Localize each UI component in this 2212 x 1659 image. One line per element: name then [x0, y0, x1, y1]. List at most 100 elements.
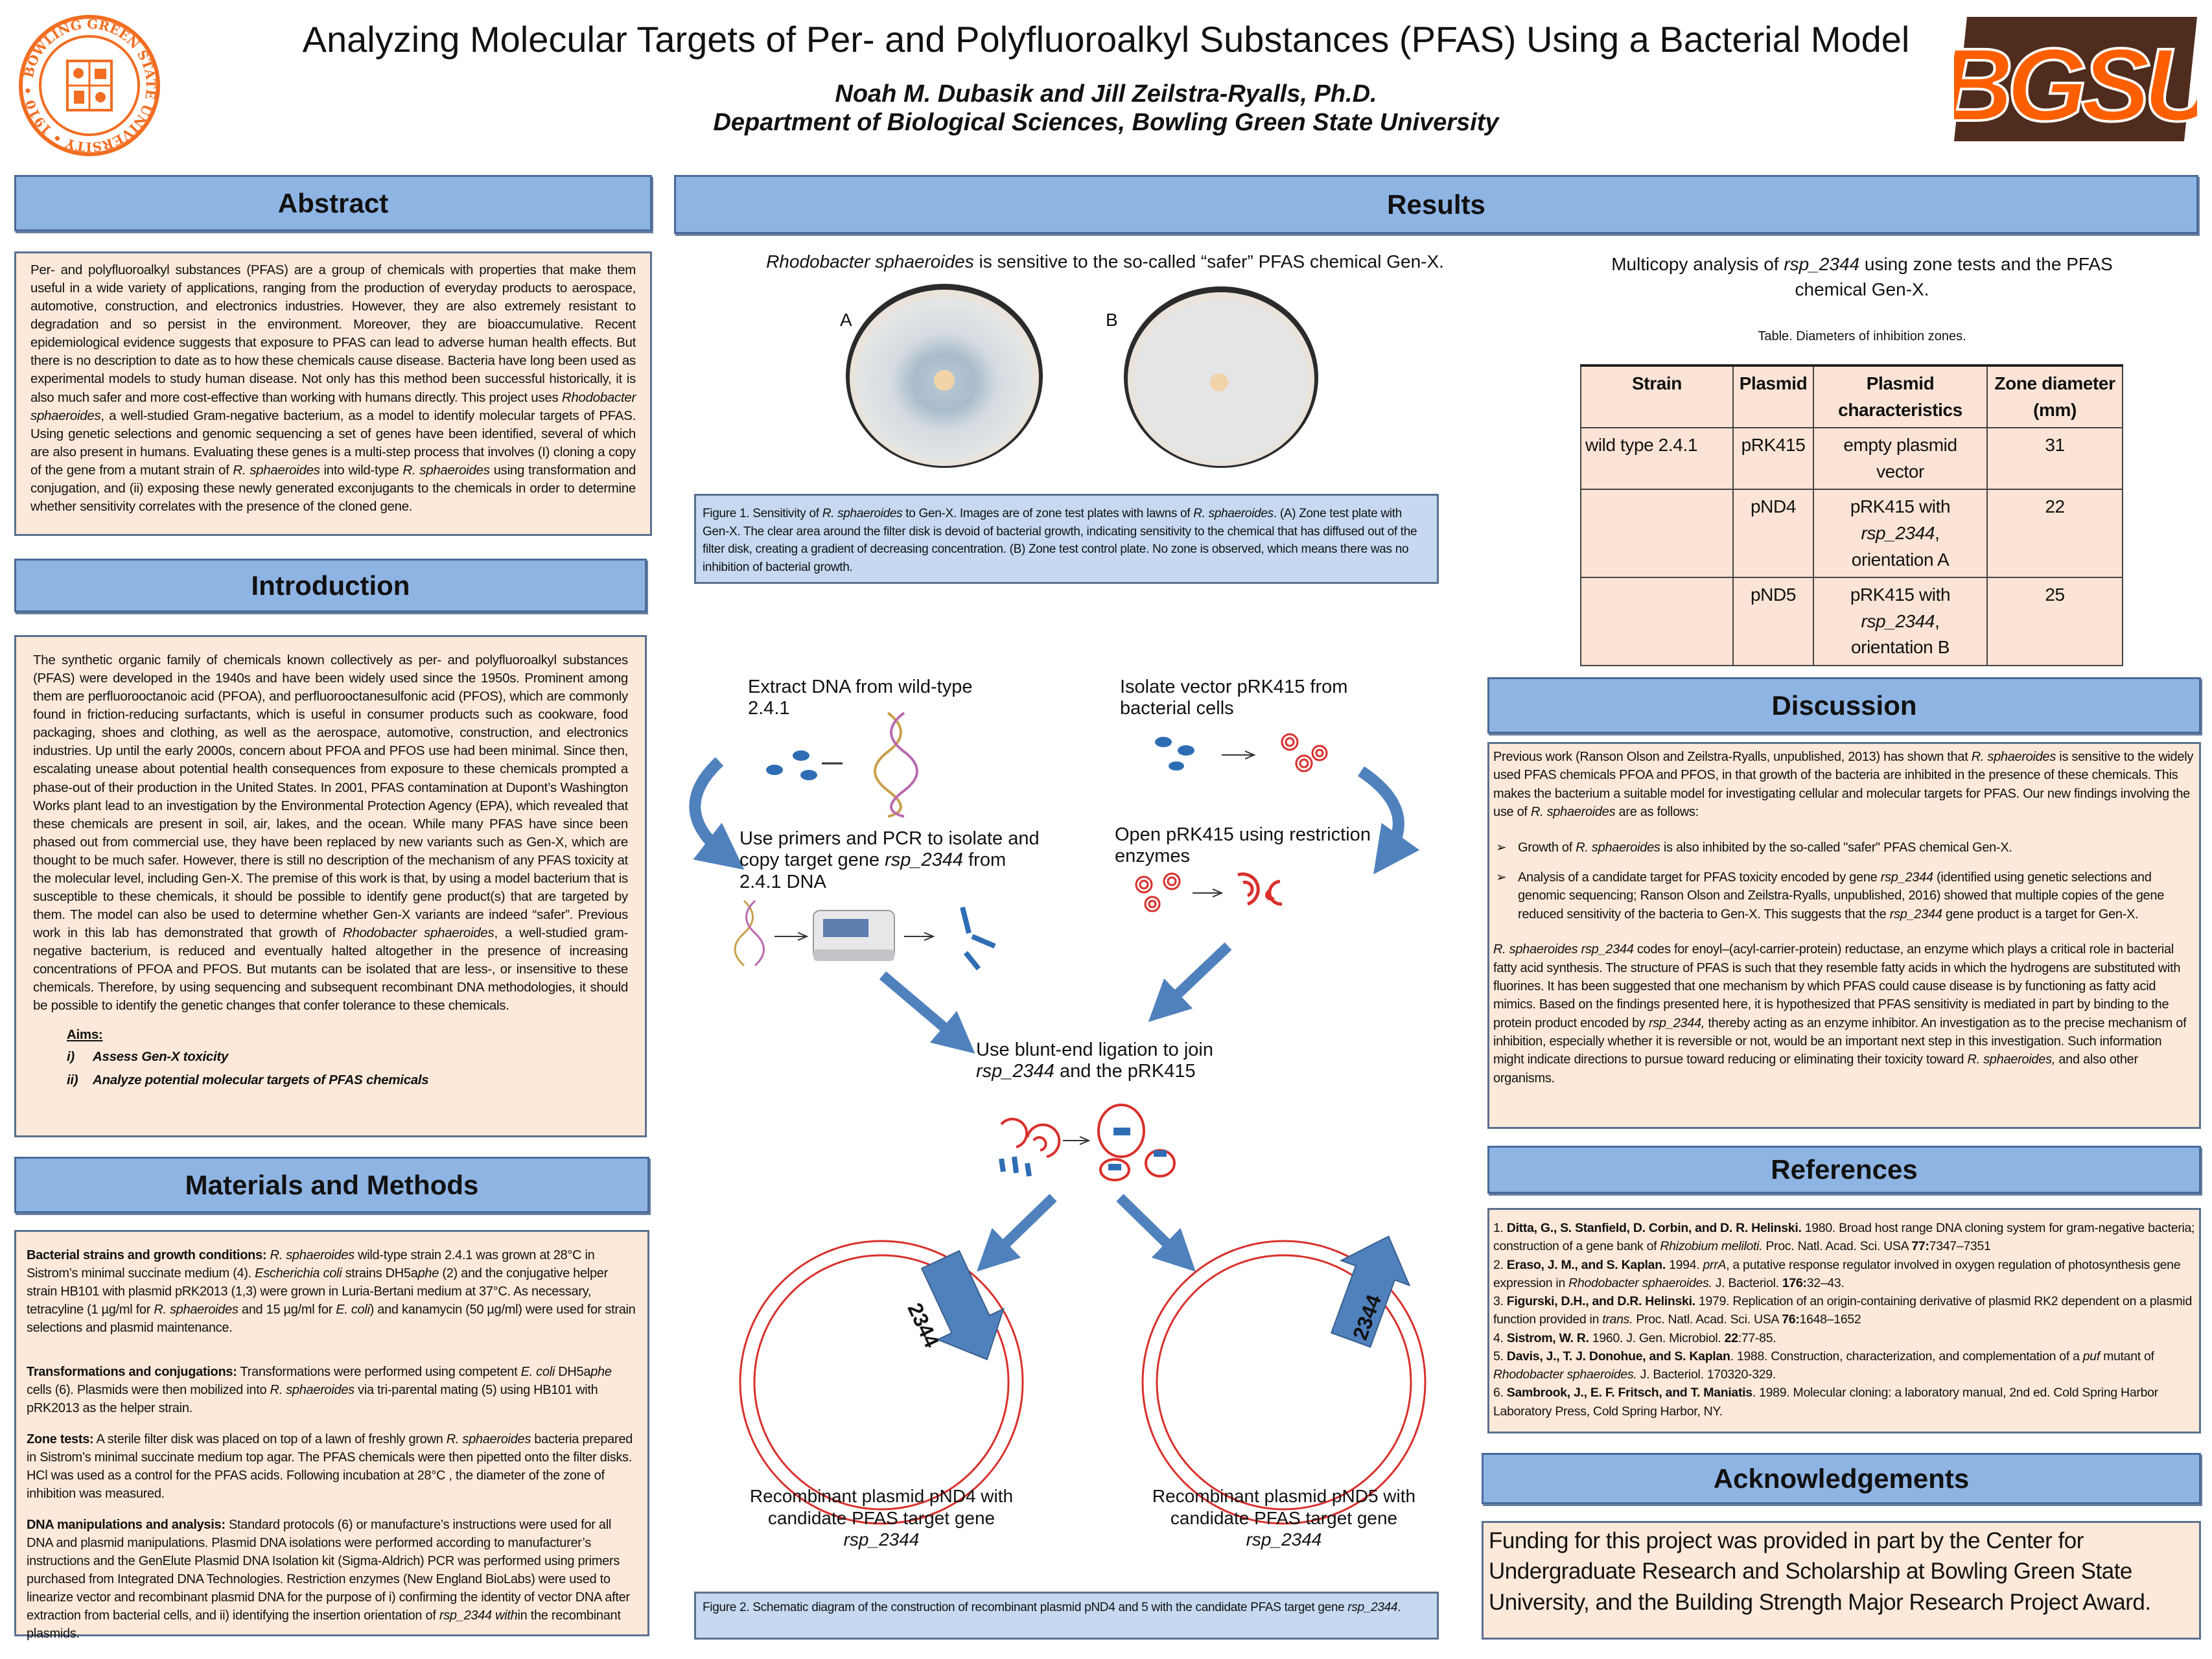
italic-text: R. sphaeroides [446, 1432, 531, 1446]
italic-text: rsp_2344 [843, 1529, 920, 1550]
italic-text: rsp_2344 [1861, 610, 1935, 631]
italic-text: R. sphaeroides rsp_2344 [1493, 942, 1634, 957]
arrow-to-pnd5-icon [1116, 1194, 1196, 1272]
acknowledgements-heading: Acknowledgements [1482, 1453, 2201, 1504]
multicopy-title: Multicopy analysis of rsp_2344 using zon… [1611, 254, 2113, 300]
zone-test-plate-a-image [844, 282, 1045, 470]
insert-label-pnd5: 2344 [1348, 1292, 1386, 1343]
reference-item: 5. Davis, J., T. J. Donohue, and S. Kapl… [1493, 1349, 2154, 1382]
methods-strains: Bacterial strains and growth conditions:… [27, 1248, 636, 1335]
italic-text: prrA [1703, 1257, 1727, 1272]
table-header-row: Strain Plasmid Plasmid characteristics Z… [1580, 364, 2123, 429]
cell-strain [1580, 577, 1734, 666]
cell-plasmid: pRK415 [1732, 427, 1814, 491]
aim-number: i) [67, 1049, 75, 1064]
plasmid-circles-icon [1281, 733, 1328, 772]
abstract-heading: Abstract [14, 175, 652, 231]
cell-characteristics: empty plasmid vector [1813, 427, 1988, 491]
italic-text: R. sphaeroides [1971, 750, 2056, 764]
findings-list: ➢ Growth of R. sphaeroides is also inhibi… [1493, 839, 2195, 924]
italic-text: R. sphaeroides [1576, 840, 1660, 855]
aim-item: ii)Analyze potential molecular targets o… [67, 1071, 628, 1089]
italic-text: rsp_2344 [976, 1061, 1054, 1082]
italic-text: trans. [1602, 1312, 1633, 1327]
italic-text: rsp_2344 [1889, 907, 1942, 922]
cell-plasmid: pND4 [1732, 489, 1814, 579]
finding-text: Analysis of a candidate target for PFAS … [1518, 870, 2165, 922]
italic-text: rsp_2344 with [439, 1608, 518, 1623]
table-row: pND4 pRK415 with rsp_2344, orientation A… [1580, 489, 2123, 579]
arrow-to-ligation-left-icon [879, 971, 975, 1054]
methods-transformations: Transformations and conjugations: Transf… [27, 1365, 612, 1415]
arrow-bullet-icon: ➢ [1496, 840, 1507, 855]
discussion-intro: Previous work (Ranson Olson and Zeilstra… [1493, 750, 2194, 820]
finding-text: Growth of R. sphaeroides is also inhibit… [1518, 840, 2012, 855]
abstract-text: Per- and polyfluoroalkyl substances (PFA… [30, 262, 636, 515]
step-isolate-vector: Isolate vector pRK415 from bacterial cel… [1120, 677, 1348, 719]
column-header-strain: Strain [1580, 364, 1734, 429]
cell-zone: 22 [1986, 489, 2123, 579]
introduction-text: The synthetic organic family of chemical… [33, 653, 628, 1014]
figure1-caption: Figure 1. Sensitivity of R. sphaeroides … [694, 494, 1439, 584]
closed-plasmids-icon [1135, 872, 1181, 912]
methods-heading: Materials and Methods [14, 1157, 649, 1213]
zone-test-plate-b-image [1122, 285, 1320, 469]
italic-text: E. coli [520, 1365, 555, 1379]
column-header-zone-diameter: Zone diameter (mm) [1986, 364, 2123, 429]
arrow-to-pnd4-icon [977, 1194, 1057, 1272]
reference-item: 6. Sambrook, J., E. F. Fritsch, and T. M… [1493, 1386, 2158, 1419]
column-header-plasmid: Plasmid [1732, 364, 1814, 429]
italic-text: E. coli [336, 1303, 370, 1317]
methods-body: Bacterial strains and growth conditions:… [14, 1230, 649, 1641]
reference-item: 4. Sistrom, W. R. 1960. J. Gen. Microbio… [1493, 1330, 1776, 1345]
acknowledgements-body: Funding for this project was provided in… [1482, 1521, 2201, 1640]
aim-text: Analyze potential molecular targets of P… [93, 1072, 429, 1087]
bold-text: Sambrook, J., E. F. Fritsch, and T. Mani… [1506, 1386, 1752, 1400]
discussion-body: Previous work (Ranson Olson and Zeilstra… [1487, 742, 2201, 1129]
bold-text: 176: [1782, 1275, 1807, 1290]
gene-fragments-icon [960, 907, 996, 971]
italic-text: rsp_2344 [1246, 1529, 1322, 1550]
bold-text: Ditta, G., S. Stanfield, D. Corbin, and … [1506, 1221, 1802, 1235]
italic-text: rsp_2344 [1880, 870, 1933, 885]
italic-text: rsp_2344 [1784, 254, 1860, 274]
bold-text: 77: [1911, 1239, 1929, 1254]
svg-text:BGSU: BGSU [1954, 27, 2197, 141]
plasmid-pnd5-icon [1141, 1240, 1426, 1525]
italic-text: R. sphaeroides [233, 462, 320, 478]
plate-b-label: B [1106, 310, 1118, 330]
finding-item: ➢ Analysis of a candidate target for PFAS… [1493, 868, 2195, 923]
bold-text: Davis, J., T. J. Donohue, and S. Kaplan [1506, 1349, 1730, 1363]
italic-text: rsp_2344, [1648, 1015, 1705, 1030]
italic-text: phe [590, 1365, 612, 1379]
italic-text: puf [2082, 1349, 2101, 1363]
column-header-characteristics: Plasmid characteristics [1813, 364, 1988, 429]
step-ligation: Use blunt-end ligation to join rsp_2344 … [976, 1039, 1213, 1082]
bold-text: DNA manipulations and analysis: [27, 1518, 226, 1532]
italic-text: Rhodobacter sphaeroides [342, 925, 495, 941]
dna-helix-icon [874, 712, 918, 818]
opened-plasmids-icon [1237, 872, 1283, 906]
bold-text: 76: [1782, 1312, 1800, 1327]
table-row: wild type 2.4.1 pRK415 empty plasmid vec… [1580, 427, 2123, 491]
abstract-body: Per- and polyfluoroalkyl substances (PFA… [14, 251, 652, 536]
italic-text: R. sphaeroides [402, 462, 490, 478]
arrow-bullet-icon: ➢ [1496, 870, 1507, 885]
cell-strain [1580, 489, 1734, 579]
italic-text: Rhodobacter sphaeroides. [1493, 1367, 1637, 1382]
italic-text: rsp_2344 [1861, 522, 1935, 543]
italic-text: R. sphaeroides, [1967, 1052, 2056, 1067]
step-pcr: Use primers and PCR to isolate and copy … [739, 828, 1040, 892]
italic-text: R. sphaeroides [154, 1303, 239, 1317]
insert-label-pnd4: 2344 [903, 1299, 944, 1351]
italic-text: rsp_2344 [885, 850, 964, 871]
ligation-components-icon [999, 1104, 1176, 1181]
bacterial-cells-icon [1155, 737, 1254, 771]
poster-title: Analyzing Molecular Targets of Per- and … [302, 19, 1910, 60]
italic-text: phe [417, 1266, 439, 1281]
results-heading: Results [674, 175, 2198, 234]
authors: Noah M. Dubasik and Jill Zeilstra-Ryalls… [835, 80, 1377, 108]
italic-text: R. sphaeroides [1193, 507, 1274, 520]
introduction-heading: Introduction [14, 559, 647, 612]
italic-text: Rhodobacter sphaeroides. [1568, 1275, 1712, 1290]
